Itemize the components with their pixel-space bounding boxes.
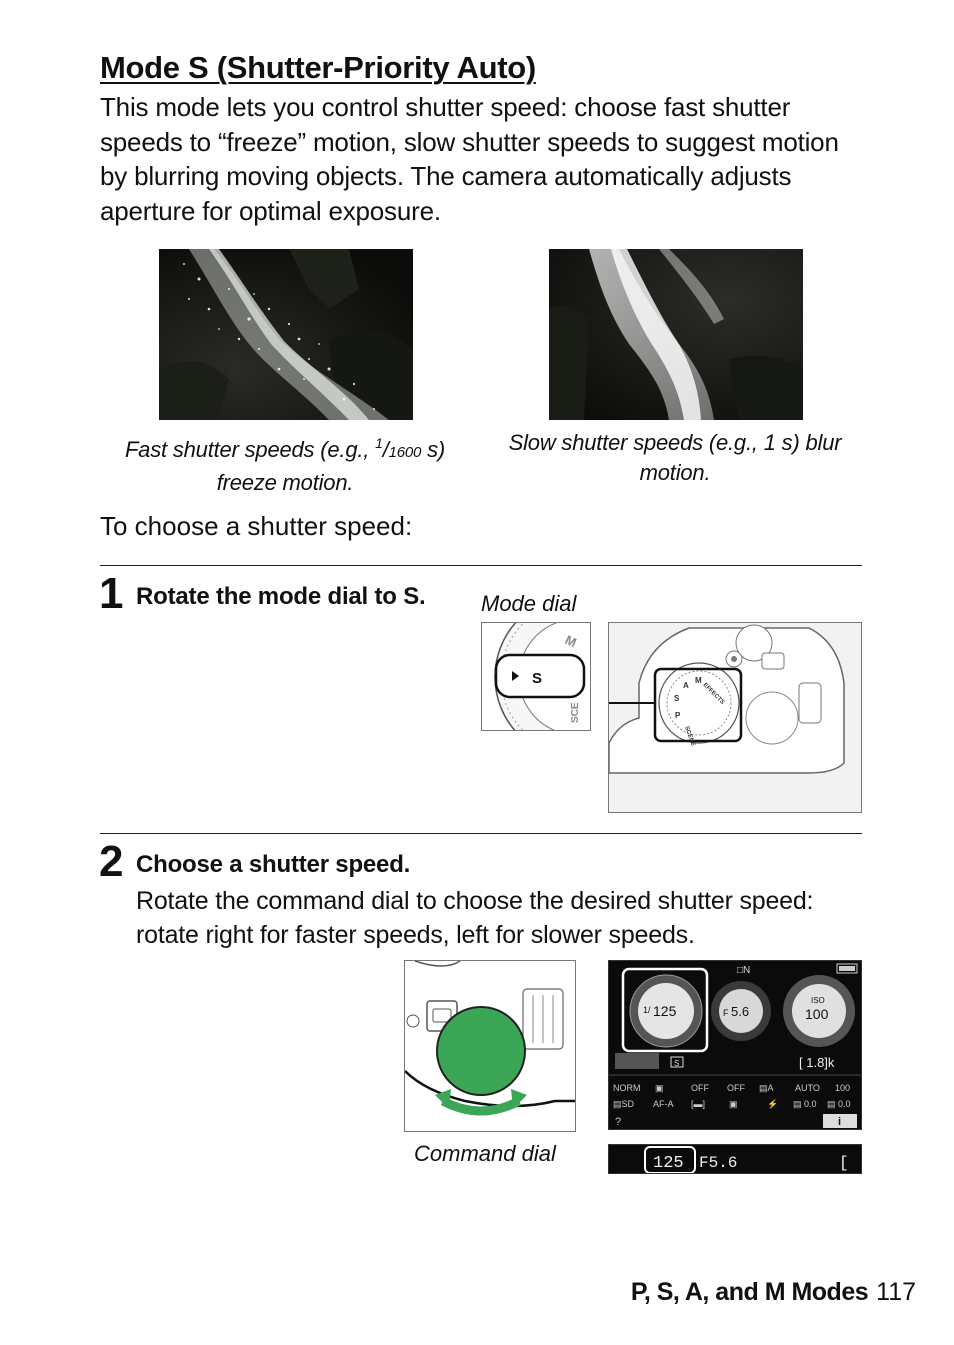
step-1-divider [100, 565, 862, 566]
caption-fast-suffix: s) freeze motion. [216, 437, 446, 495]
caption-fast-prefix: Fast shutter speeds (e.g., [124, 437, 376, 462]
fraction-slash: / [382, 437, 389, 462]
mode-dial-label: Mode dial [481, 591, 577, 616]
lcd-help-icon: ? [615, 1116, 621, 1128]
intro-paragraph: This mode lets you control shutter speed… [100, 92, 839, 226]
svg-text:▣: ▣ [729, 1099, 738, 1109]
fraction-numerator: 1 [375, 435, 383, 451]
camera-dial-letter-a: A [683, 681, 689, 690]
step-1-number: 1 [99, 569, 124, 618]
svg-text:[▬]: [▬] [691, 1099, 705, 1109]
caption-slow-shutter: Slow shutter speeds (e.g., 1 s) blur mot… [508, 430, 842, 485]
viewfinder-bracket: [ [839, 1154, 849, 1172]
svg-text:AF-A: AF-A [653, 1099, 674, 1109]
svg-text:▤SD: ▤SD [613, 1099, 635, 1109]
svg-text:▤A: ▤A [759, 1083, 774, 1093]
lcd-settings-row-2: ▤SD AF-A [▬] ▣ ⚡ ▤ 0.0 ▤ 0.0 [613, 1098, 851, 1110]
dial-selected-mode: S [532, 670, 542, 687]
lcd-remaining: [ 1.8]k [799, 1055, 835, 1070]
svg-text:⚡: ⚡ [767, 1098, 778, 1110]
step-2-title: Choose a shutter speed. [136, 851, 411, 878]
viewfinder-aperture: F5.6 [699, 1154, 737, 1172]
step-2-body: Rotate the command dial to choose the de… [136, 887, 814, 949]
viewfinder-shutter: 125 [653, 1154, 684, 1173]
dial-side-text: SCE [570, 702, 581, 723]
lcd-aperture-value: 5.6 [731, 1004, 749, 1019]
svg-text:▤ 0.0: ▤ 0.0 [793, 1099, 817, 1109]
camera-top-illustration: M A S P EFFECTS SCENE [608, 622, 862, 813]
svg-text:▤ 0.0: ▤ 0.0 [827, 1099, 851, 1109]
caption-fast-shutter: Fast shutter speeds (e.g., 1/1600 s) fre… [110, 428, 460, 498]
step-1-title: Rotate the mode dial to S. [136, 583, 426, 610]
svg-text:▣: ▣ [655, 1083, 664, 1093]
battery-icon [836, 963, 858, 974]
mode-dial-closeup-illustration: M SCE S [481, 622, 591, 731]
footer-section-title: P, S, A, and M Modes [630, 1278, 869, 1306]
lcd-iso-label: ISO [811, 996, 825, 1005]
photo-fast-shutter [159, 249, 413, 420]
command-dial-label: Command dial [414, 1141, 556, 1166]
lcd-iso-value: 100 [805, 1006, 829, 1022]
camera-dial-letter-p: P [675, 711, 681, 720]
lcd-shutter-prefix: 1/ [643, 1005, 651, 1015]
dial-index-mark [512, 671, 519, 681]
svg-text:OFF: OFF [691, 1083, 709, 1093]
page-title: Mode S (Shutter-Priority Auto) [100, 50, 536, 85]
step-2-divider [100, 833, 862, 834]
step-2-number: 2 [99, 837, 124, 886]
svg-text:OFF: OFF [727, 1083, 745, 1093]
photo-slow-shutter [549, 249, 803, 420]
svg-text:NORM: NORM [613, 1083, 641, 1093]
command-dial-knob [436, 1006, 526, 1096]
fraction-denominator: 1600 [388, 444, 422, 461]
lcd-aperture-prefix: F [723, 1008, 729, 1018]
command-dial-illustration [404, 960, 576, 1132]
lcd-shutter-value: 125 [653, 1003, 677, 1019]
svg-text:100: 100 [835, 1083, 850, 1093]
lcd-settings-row-1: NORM ▣ OFF OFF ▤A AUTO 100 [613, 1083, 850, 1093]
lcd-info-icon: i [838, 1116, 841, 1128]
page-number: 117 [876, 1278, 916, 1306]
lcd-release-mode: □N [737, 965, 750, 976]
camera-dial-letter-m: M [695, 676, 702, 685]
lcd-info-display: □N 1/ 125 F 5.6 ISO 100 S [ 1.8]k NORM ▣… [608, 960, 862, 1130]
svg-text:AUTO: AUTO [795, 1083, 820, 1093]
choose-intro: To choose a shutter speed: [100, 511, 413, 541]
lcd-mode-letter: S [674, 1059, 679, 1068]
viewfinder-display: 125 F5.6 [ [608, 1144, 862, 1174]
camera-dial-letter-s: S [674, 694, 680, 703]
